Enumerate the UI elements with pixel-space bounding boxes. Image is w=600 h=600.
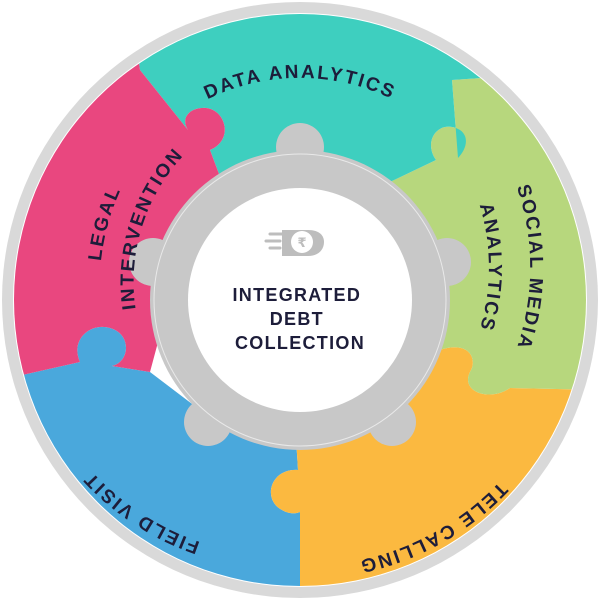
hub-guide-ring bbox=[153, 153, 447, 447]
center-title-line-1: INTEGRATED bbox=[233, 285, 362, 305]
svg-text:₹: ₹ bbox=[297, 236, 306, 251]
hub-knob-bottom-left bbox=[184, 398, 232, 446]
svg-text:INTEGRATED DEBT COLLEC: INTEGRATED DEBT COLLECTION bbox=[233, 285, 368, 353]
hub-center bbox=[188, 188, 412, 412]
hub bbox=[129, 123, 471, 450]
rupee-hand-icon: ₹ bbox=[264, 230, 324, 256]
hub-knob-bottom-right bbox=[368, 398, 416, 446]
center-title-line-2: DEBT bbox=[270, 309, 324, 329]
center-title-line-3: COLLECTION bbox=[235, 333, 365, 353]
